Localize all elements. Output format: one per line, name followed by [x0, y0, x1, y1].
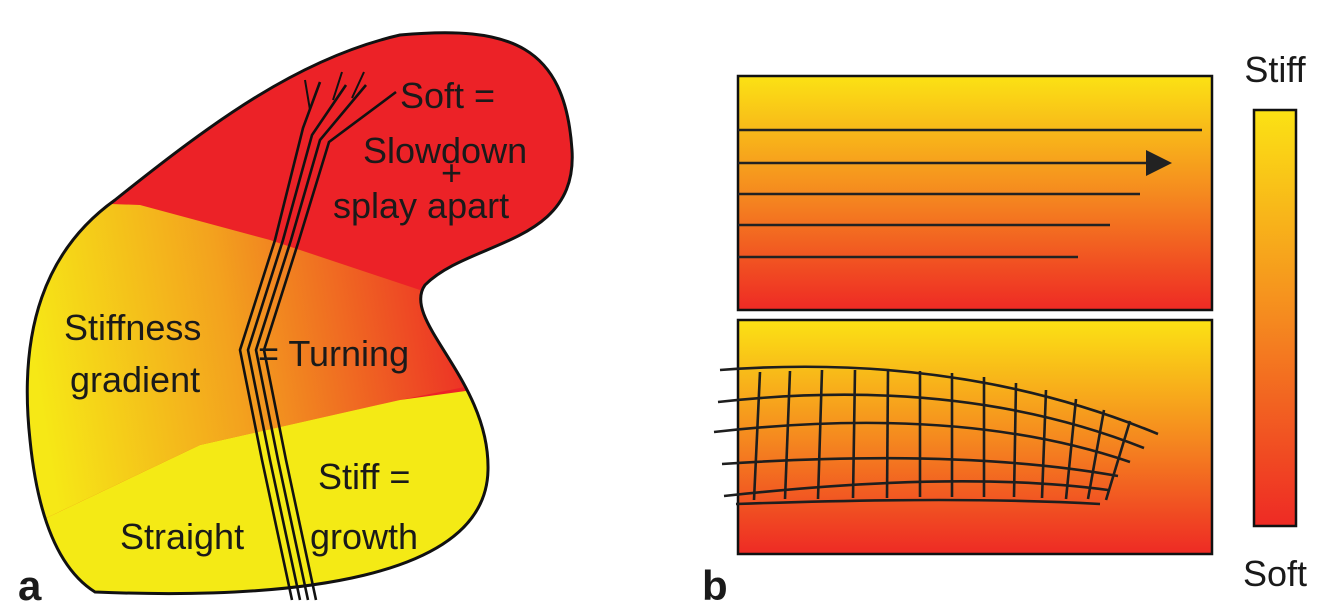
panel-a: Soft = Slowdown + splay apart Stiffness …	[18, 31, 574, 609]
stiffness-label: Stiffness	[64, 307, 201, 348]
turning-label: = Turning	[258, 333, 409, 374]
tissue-outline	[25, 31, 574, 596]
axon-bundle	[238, 81, 397, 601]
gradient-region	[27, 200, 500, 540]
panel-b: Stiff Soft b	[702, 49, 1307, 609]
plus-label: +	[441, 152, 462, 193]
panel-b-letter: b	[702, 562, 728, 609]
straight-axons	[738, 128, 1202, 259]
direction-arrow-icon	[1146, 150, 1172, 176]
gradient-label: gradient	[70, 359, 200, 400]
scale-stiff-label: Stiff	[1244, 49, 1306, 90]
slowdown-label: Slowdown	[363, 130, 527, 171]
curved-axon-mesh	[713, 365, 1159, 506]
stiff-label: Stiff =	[318, 456, 410, 497]
straight-label: Straight	[120, 516, 244, 557]
stiffness-scale-bar	[1252, 108, 1298, 528]
scale-soft-label: Soft	[1243, 553, 1307, 594]
splay-apart-label: splay apart	[333, 185, 509, 226]
growth-cone-branches	[304, 71, 365, 111]
panel-a-letter: a	[18, 562, 42, 609]
soft-label: Soft =	[400, 75, 495, 116]
growth-label: growth	[310, 516, 418, 557]
turning-growth-box	[736, 318, 1214, 556]
